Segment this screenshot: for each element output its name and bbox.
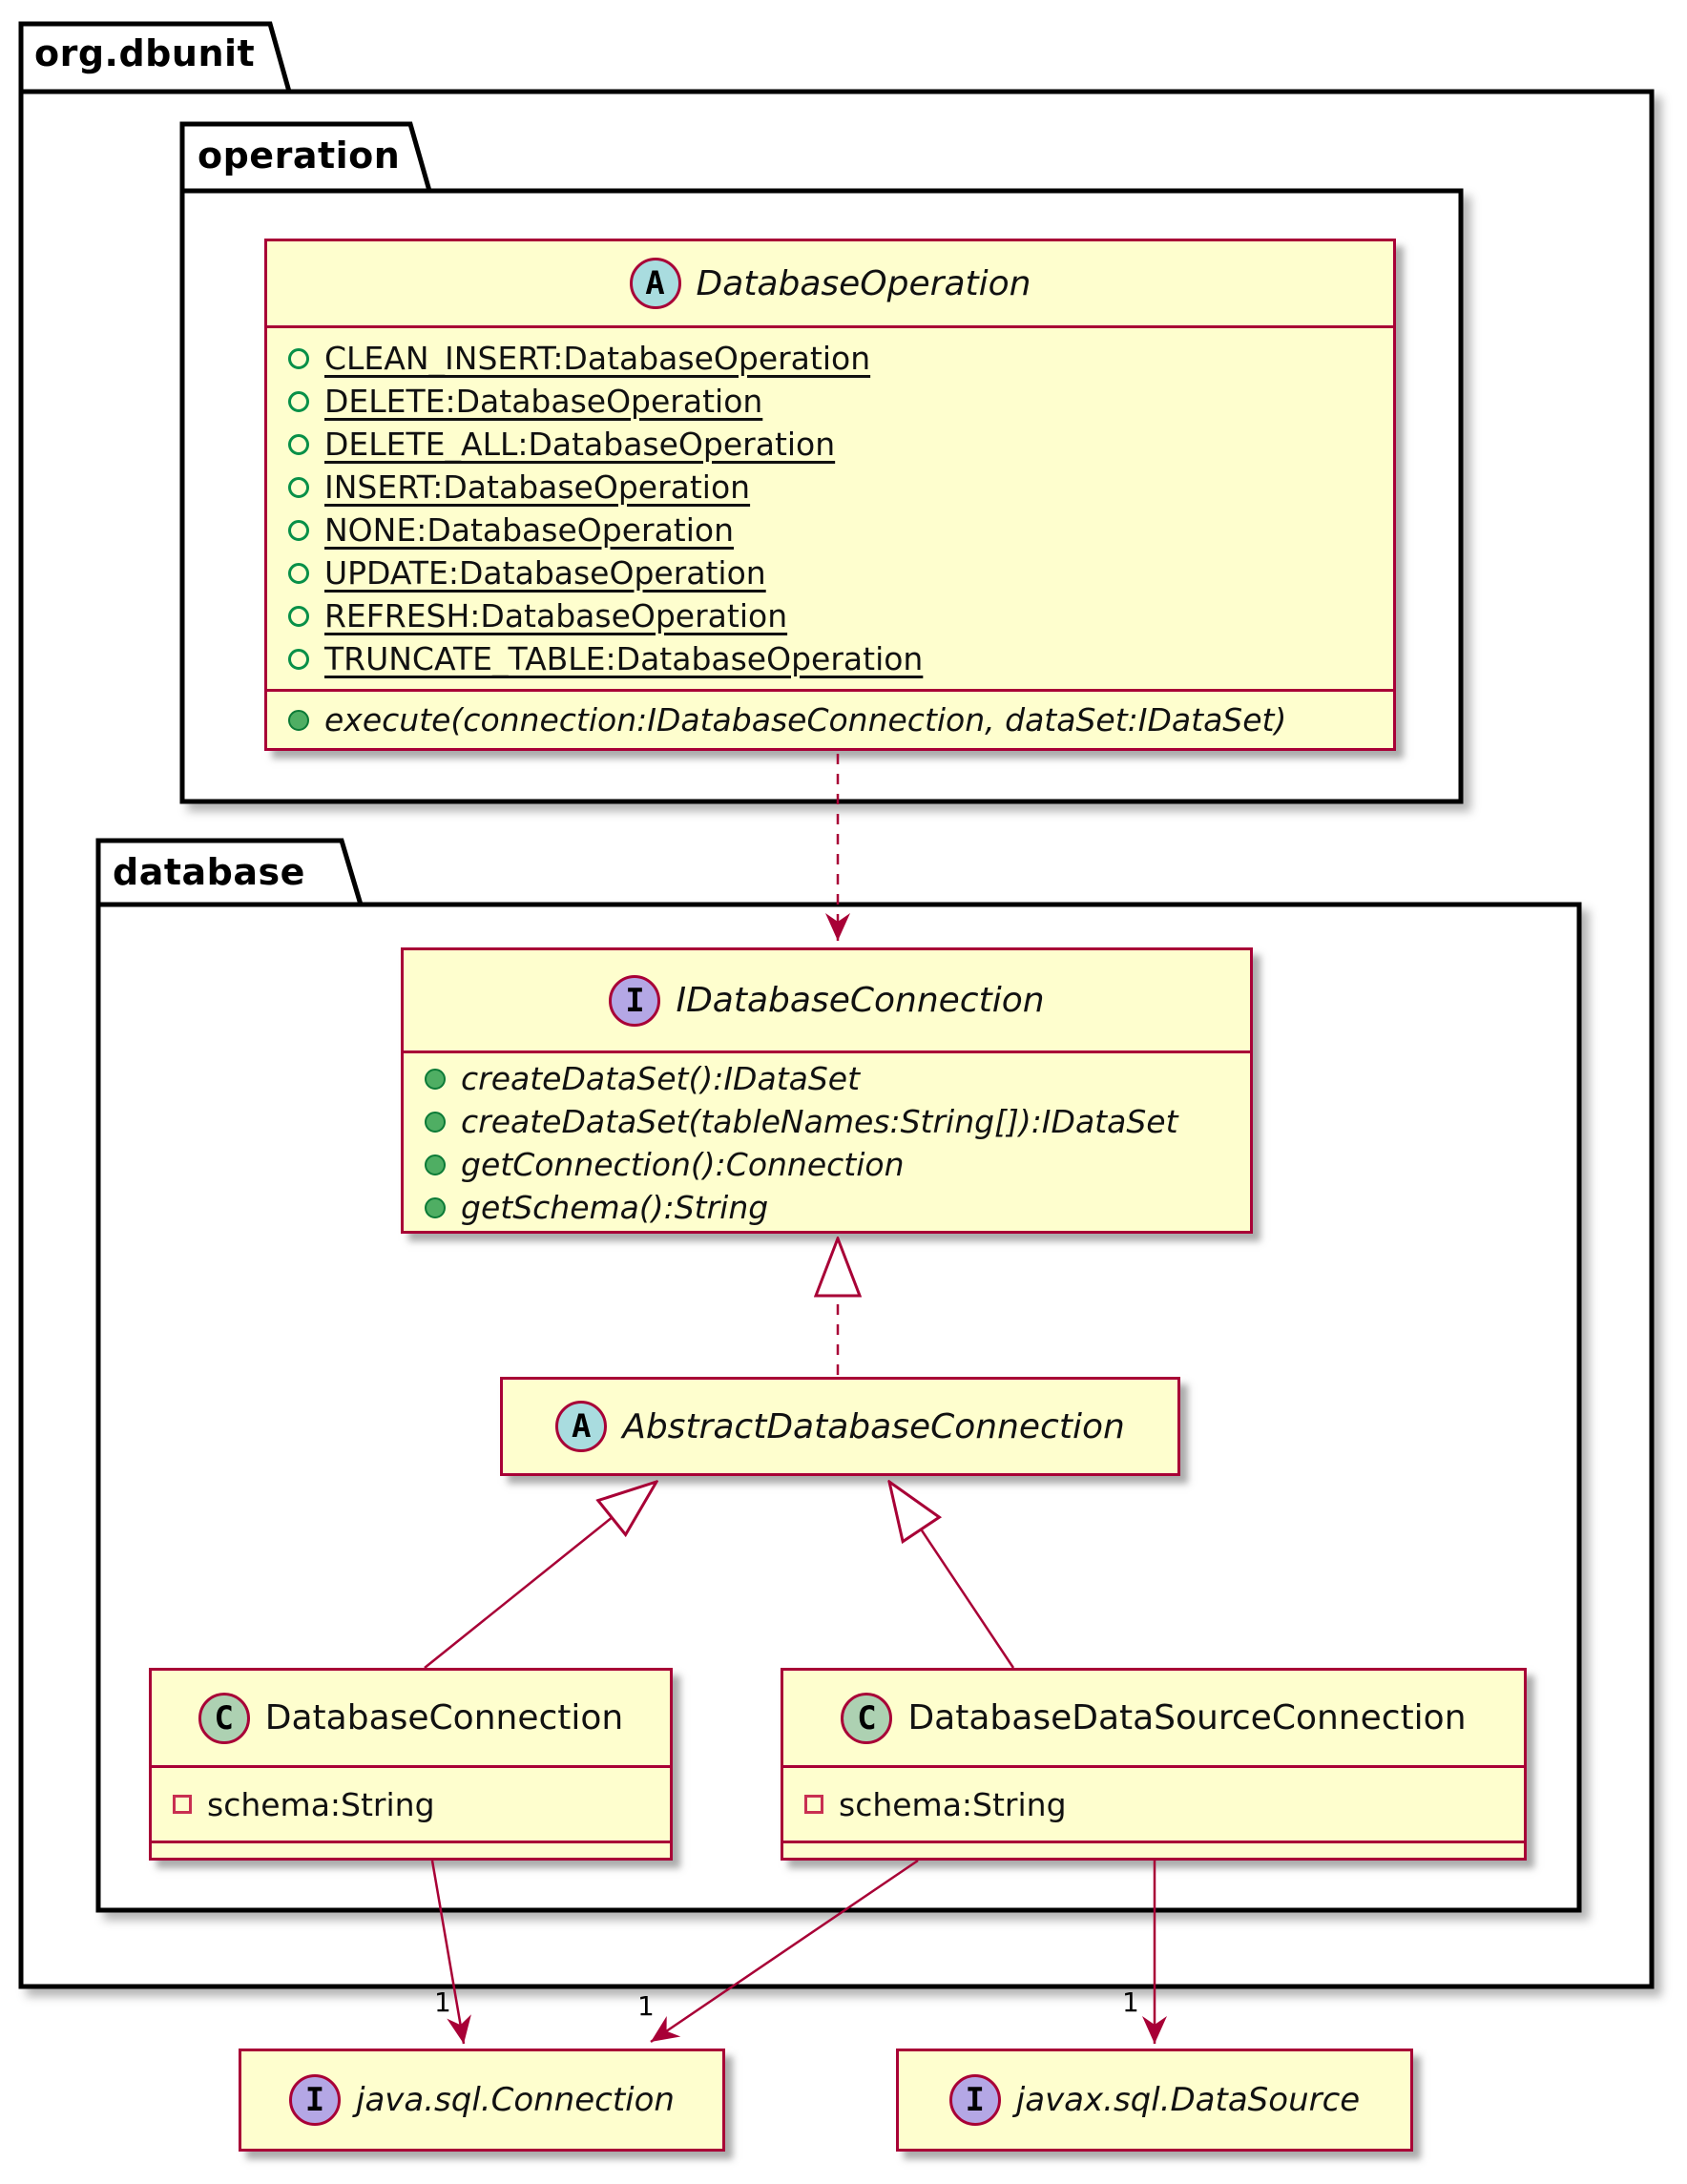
methods-compartment-empty: [783, 1843, 1524, 1858]
field-row: INSERT:DatabaseOperation: [267, 466, 1393, 509]
abstract-spot-icon: A: [629, 258, 681, 309]
fields-compartment: schema:String: [152, 1768, 670, 1843]
static-field-icon: [288, 347, 309, 369]
private-field-icon: [173, 1795, 192, 1814]
field-row: REFRESH:DatabaseOperation: [267, 594, 1393, 637]
method-row: getSchema():String: [404, 1186, 1250, 1229]
class-spot-icon: C: [198, 1692, 250, 1744]
interface-idatabase-connection: I IDatabaseConnection createDataSet():ID…: [401, 947, 1253, 1234]
interface-spot-icon: I: [948, 2074, 1001, 2126]
package-label-database: database: [113, 851, 305, 893]
class-database-connection: C DatabaseConnection schema:String: [149, 1668, 673, 1861]
class-spot-icon: C: [841, 1692, 893, 1744]
field-row: schema:String: [152, 1783, 670, 1826]
class-database-operation: A DatabaseOperation CLEAN_INSERT:Databas…: [264, 239, 1396, 751]
field-row: schema:String: [783, 1783, 1524, 1826]
multiplicity-label: 1: [1122, 1986, 1139, 2018]
class-name: DatabaseConnection: [264, 1698, 624, 1737]
public-method-icon: [288, 709, 309, 731]
class-title-database-datasource-connection: C DatabaseDataSourceConnection: [783, 1671, 1524, 1768]
public-method-icon: [425, 1196, 446, 1218]
field-row: CLEAN_INSERT:DatabaseOperation: [267, 337, 1393, 380]
method-row: createDataSet():IDataSet: [404, 1057, 1250, 1100]
interface-name: java.sql.Connection: [356, 2081, 675, 2119]
methods-compartment: execute(connection:IDatabaseConnection, …: [267, 692, 1393, 748]
public-method-icon: [425, 1068, 446, 1090]
interface-spot-icon: I: [609, 974, 661, 1027]
interface-title-javax-sql-datasource: I javax.sql.DataSource: [899, 2051, 1410, 2149]
package-label-org-dbunit: org.dbunit: [34, 32, 256, 74]
class-name: DatabaseOperation: [696, 263, 1031, 303]
static-field-icon: [288, 433, 309, 455]
static-field-icon: [288, 390, 309, 412]
class-name: DatabaseDataSourceConnection: [907, 1698, 1467, 1737]
field-row: TRUNCATE_TABLE:DatabaseOperation: [267, 637, 1393, 680]
generalization-arrow-databasedatasourceconnection: [889, 1482, 1015, 1669]
static-field-icon: [288, 476, 309, 498]
fields-compartment: schema:String: [783, 1768, 1524, 1843]
static-field-icon: [288, 648, 309, 670]
class-name: AbstractDatabaseConnection: [622, 1406, 1125, 1446]
generalization-arrow-databaseconnection: [424, 1482, 656, 1669]
field-row: NONE:DatabaseOperation: [267, 509, 1393, 551]
interface-spot-icon: I: [289, 2074, 341, 2126]
fields-compartment: CLEAN_INSERT:DatabaseOperation DELETE:Da…: [267, 328, 1393, 692]
class-database-datasource-connection: C DatabaseDataSourceConnection schema:St…: [781, 1668, 1527, 1861]
methods-compartment-empty: [152, 1843, 670, 1858]
interface-name: javax.sql.DataSource: [1015, 2081, 1361, 2119]
field-row: UPDATE:DatabaseOperation: [267, 551, 1393, 594]
class-abstract-database-connection: A AbstractDatabaseConnection: [500, 1377, 1180, 1476]
private-field-icon: [804, 1795, 823, 1814]
public-method-icon: [425, 1154, 446, 1175]
class-title-database-connection: C DatabaseConnection: [152, 1671, 670, 1768]
interface-javax-sql-datasource: I javax.sql.DataSource: [896, 2049, 1413, 2152]
interface-title-idatabase-connection: I IDatabaseConnection: [404, 950, 1250, 1053]
class-title-abstract-database-connection: A AbstractDatabaseConnection: [503, 1380, 1177, 1473]
interface-name: IDatabaseConnection: [676, 981, 1045, 1020]
class-title-database-operation: A DatabaseOperation: [267, 241, 1393, 328]
package-label-operation: operation: [198, 135, 401, 177]
static-field-icon: [288, 562, 309, 584]
multiplicity-label: 1: [434, 1986, 451, 2018]
field-row: DELETE:DatabaseOperation: [267, 380, 1393, 423]
field-row: DELETE_ALL:DatabaseOperation: [267, 423, 1393, 466]
multiplicity-label: 1: [637, 1990, 655, 2022]
method-row: getConnection():Connection: [404, 1143, 1250, 1186]
method-row: execute(connection:IDatabaseConnection, …: [267, 698, 1393, 741]
methods-compartment: createDataSet():IDataSet createDataSet(t…: [404, 1053, 1250, 1233]
interface-title-java-sql-connection: I java.sql.Connection: [241, 2051, 722, 2149]
interface-java-sql-connection: I java.sql.Connection: [239, 2049, 725, 2152]
method-row: createDataSet(tableNames:String[]):IData…: [404, 1100, 1250, 1143]
association-arrow-datasourceconnection-connection: [650, 1859, 919, 2044]
public-method-icon: [425, 1111, 446, 1133]
static-field-icon: [288, 605, 309, 627]
abstract-spot-icon: A: [555, 1401, 608, 1452]
static-field-icon: [288, 519, 309, 541]
